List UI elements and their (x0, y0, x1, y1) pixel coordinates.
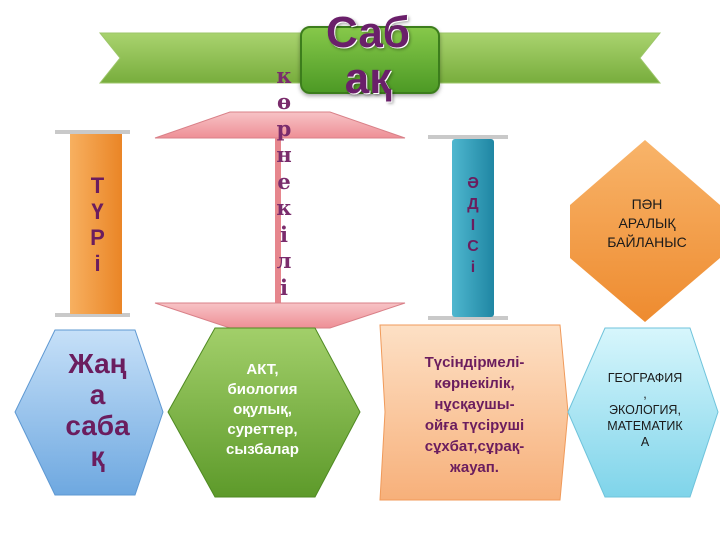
turi-bracket-top (55, 130, 130, 134)
hexagon-tusindirmeli (379, 324, 569, 501)
pink-top-shape (154, 111, 406, 139)
vertical-word-label: к ө р н е к і л і (276, 62, 292, 300)
geografiya-text: ГЕОГРАФИЯ , ЭКОЛОГИЯ, МАТЕМАТИК А (607, 371, 683, 449)
turi-label: Т Ү Р і (90, 173, 105, 276)
pink-connector (275, 138, 281, 303)
pink-bottom-shape (154, 302, 406, 329)
tusindirmeli-text: Түсіндірмелі- көрнекілік, нұсқаушы- ойға… (424, 354, 525, 476)
hexagon-geografiya (567, 327, 719, 498)
turi-bar (70, 134, 122, 314)
turi-bracket-bottom (55, 313, 130, 317)
adisi-bar (452, 139, 494, 317)
adisi-bracket-top (428, 135, 508, 139)
pan-aralyk-label: ПӘН АРАЛЫҚ БАЙЛАНЫС (607, 196, 687, 250)
jana-sabak-text: Жаң а саба қ (65, 348, 130, 472)
hexagon-jana-sabak (14, 329, 164, 496)
title-box (300, 26, 440, 94)
hexagon-akt (167, 327, 361, 498)
akt-text: АКТ, биология оқулық, суреттер, сызбалар (226, 361, 299, 458)
pan-aralyk-octagon (570, 140, 720, 322)
adisi-bracket-bottom (428, 316, 508, 320)
title: Саб ақ (326, 8, 410, 103)
adisi-label: Ә Д І С і (467, 174, 479, 276)
